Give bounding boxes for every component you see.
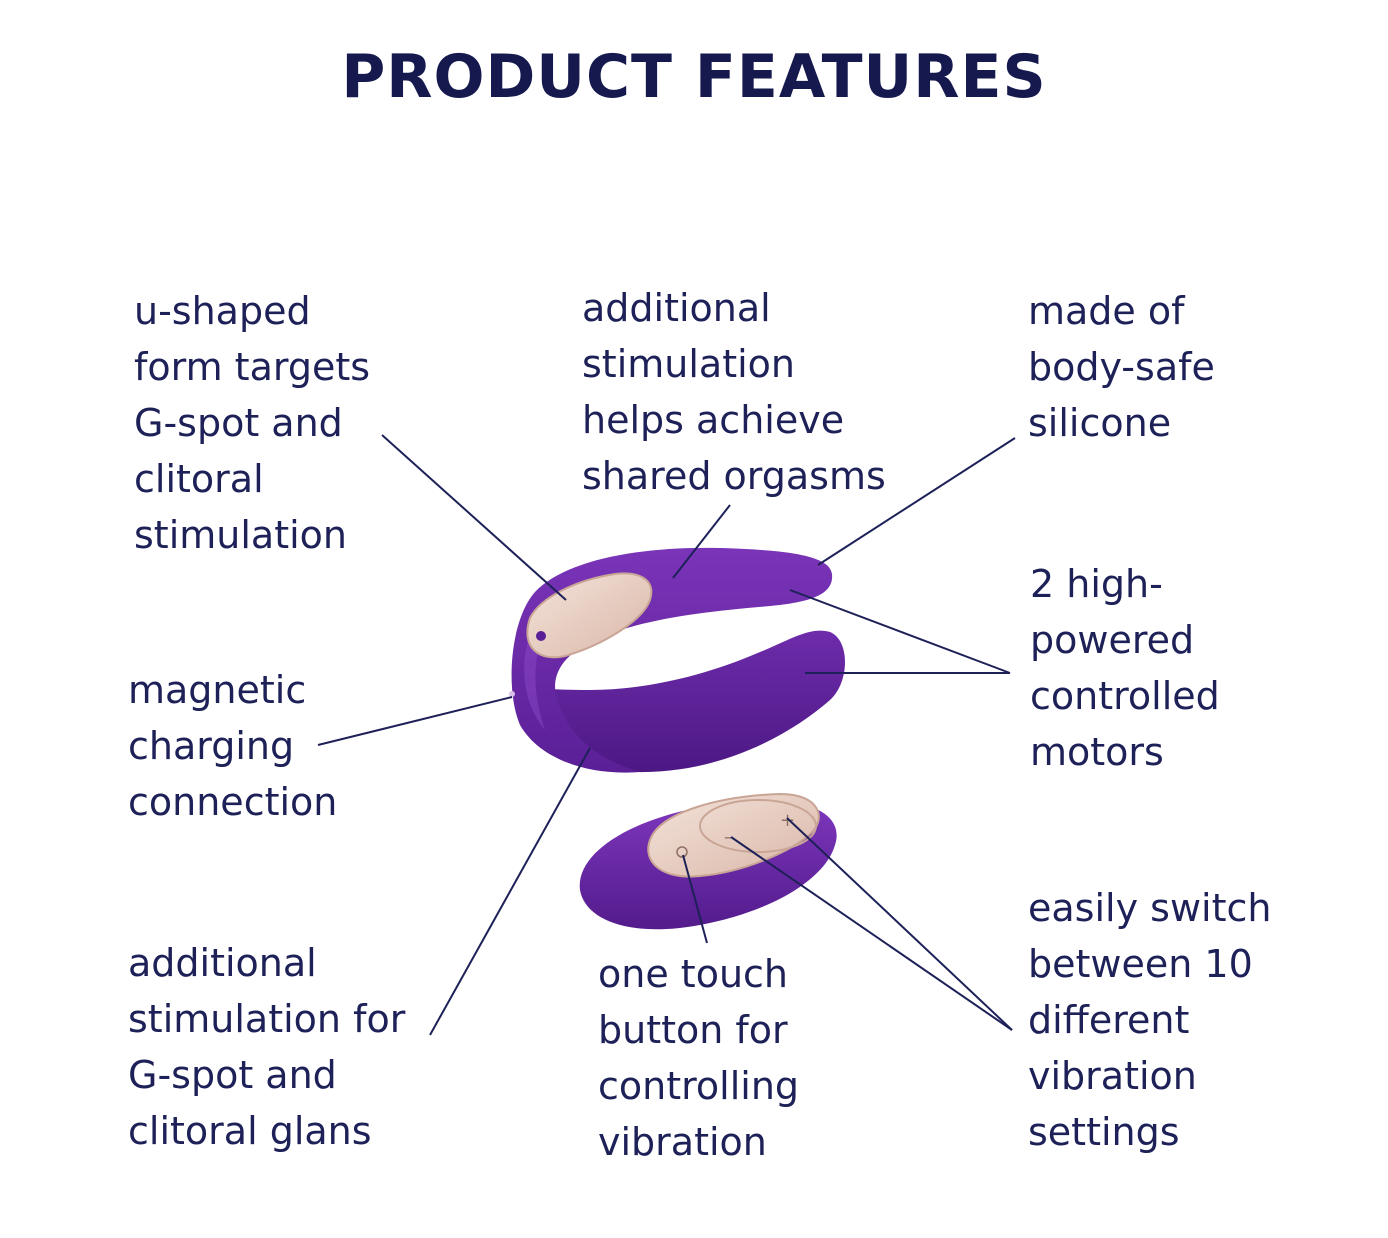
page-title: PRODUCT FEATURES xyxy=(341,42,1047,112)
label-line: motors xyxy=(1030,730,1164,774)
feature-magnetic-label: magnetic charging connection xyxy=(128,662,337,830)
label-line: vibration xyxy=(1028,1054,1197,1098)
feature-silicone-label: made of body-safe silicone xyxy=(1028,283,1215,451)
mode-icon xyxy=(676,846,688,858)
feature-additional-stimulation-label: additional stimulation helps achieve sha… xyxy=(582,280,886,504)
label-line: additional xyxy=(582,286,771,330)
label-line: powered xyxy=(1030,618,1195,662)
label-line: charging xyxy=(128,724,295,768)
u-shaped-device xyxy=(509,547,845,773)
plus-icon: + xyxy=(780,810,795,831)
remote-inner-ring xyxy=(699,799,817,853)
label-line: body-safe xyxy=(1028,345,1215,389)
label-line: different xyxy=(1028,998,1190,1042)
label-line: silicone xyxy=(1028,401,1172,445)
label-line: settings xyxy=(1028,1110,1180,1154)
label-line: G-spot and xyxy=(134,401,343,445)
label-line: between 10 xyxy=(1028,942,1253,986)
remote-control: – + xyxy=(579,792,837,930)
label-line: shared orgasms xyxy=(582,454,886,498)
minus-icon: – xyxy=(724,827,733,848)
label-line: magnetic xyxy=(128,668,307,712)
callout-motor-upper xyxy=(789,589,1011,674)
label-line: made of xyxy=(1028,289,1185,333)
callout-settings-minus xyxy=(730,836,1013,1031)
button-dot-icon xyxy=(536,631,546,641)
label-line: form targets xyxy=(134,345,371,389)
bend-highlight xyxy=(524,640,545,730)
remote-button xyxy=(647,792,820,878)
label-line: stimulation for xyxy=(128,997,406,1041)
label-line: additional xyxy=(128,941,317,985)
label-line: vibration xyxy=(598,1120,767,1164)
callout-glans xyxy=(429,747,591,1036)
label-line: easily switch xyxy=(1028,886,1272,930)
label-line: controlled xyxy=(1030,674,1220,718)
label-line: stimulation xyxy=(582,342,795,386)
callout-magnetic xyxy=(317,696,513,746)
label-line: clitoral xyxy=(134,457,264,501)
label-line: u-shaped xyxy=(134,289,311,333)
callout-ushaped xyxy=(381,434,567,601)
feature-glans-label: additional stimulation for G-spot and cl… xyxy=(128,935,405,1159)
feature-ushaped-label: u-shaped form targets G-spot and clitora… xyxy=(134,283,370,563)
feature-button-label: one touch button for controlling vibrati… xyxy=(598,946,799,1170)
callout-settings-plus xyxy=(786,817,1013,1031)
callout-button xyxy=(682,854,708,944)
charging-point-icon xyxy=(509,691,515,697)
lower-arm xyxy=(530,630,845,773)
label-line: 2 high- xyxy=(1030,562,1163,606)
callout-additional-stimulation xyxy=(672,504,731,579)
label-line: one touch xyxy=(598,952,788,996)
label-line: connection xyxy=(128,780,338,824)
label-line: controlling xyxy=(598,1064,800,1108)
callout-silicone xyxy=(817,437,1016,566)
feature-motors-label: 2 high- powered controlled motors xyxy=(1030,556,1220,780)
callout-lines xyxy=(317,434,1016,1036)
label-line: G-spot and xyxy=(128,1053,337,1097)
label-line: stimulation xyxy=(134,513,347,557)
label-line: button for xyxy=(598,1008,788,1052)
feature-settings-label: easily switch between 10 different vibra… xyxy=(1028,880,1271,1160)
label-line: helps achieve xyxy=(582,398,845,442)
label-line: clitoral glans xyxy=(128,1109,372,1153)
